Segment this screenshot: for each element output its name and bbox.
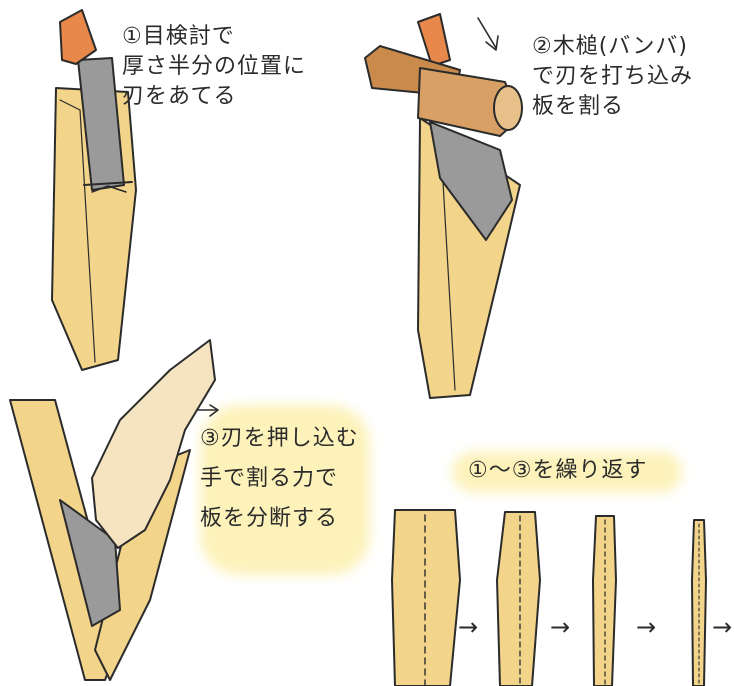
step-3-line-3: 板を分断する: [200, 504, 359, 534]
step-1-line-1: ①目検討で: [122, 22, 306, 52]
arrow-1: →: [458, 612, 479, 642]
step-2-line-3: 板を割る: [532, 92, 693, 122]
step-1-note: ①目検討で 厚さ半分の位置に 刃をあてる: [122, 22, 306, 112]
arrow-2: →: [550, 612, 571, 642]
step-4-note: ①〜③を繰り返す: [468, 456, 647, 486]
step-1-line-3: 刃をあてる: [122, 82, 306, 112]
step-3-note: ③刃を押し込む 手で割る力で 板を分断する: [200, 424, 359, 534]
step-1-line-2: 厚さ半分の位置に: [122, 52, 306, 82]
knife-handle-1: [60, 10, 96, 64]
step-2-line-1: ②木槌(バンバ): [532, 32, 693, 62]
arrow-4: →: [712, 612, 733, 642]
step-3-line-2: 手で割る力で: [200, 464, 359, 494]
step-2-line-2: で刃を打ち込み: [532, 62, 693, 92]
strip-2: [497, 512, 540, 686]
step-4-line-1: ①〜③を繰り返す: [468, 456, 647, 486]
step-2-note: ②木槌(バンバ) で刃を打ち込み 板を割る: [532, 32, 693, 122]
arrow-3: →: [636, 612, 657, 642]
step-3-line-1: ③刃を押し込む: [200, 424, 359, 454]
strip-1: [392, 510, 460, 686]
